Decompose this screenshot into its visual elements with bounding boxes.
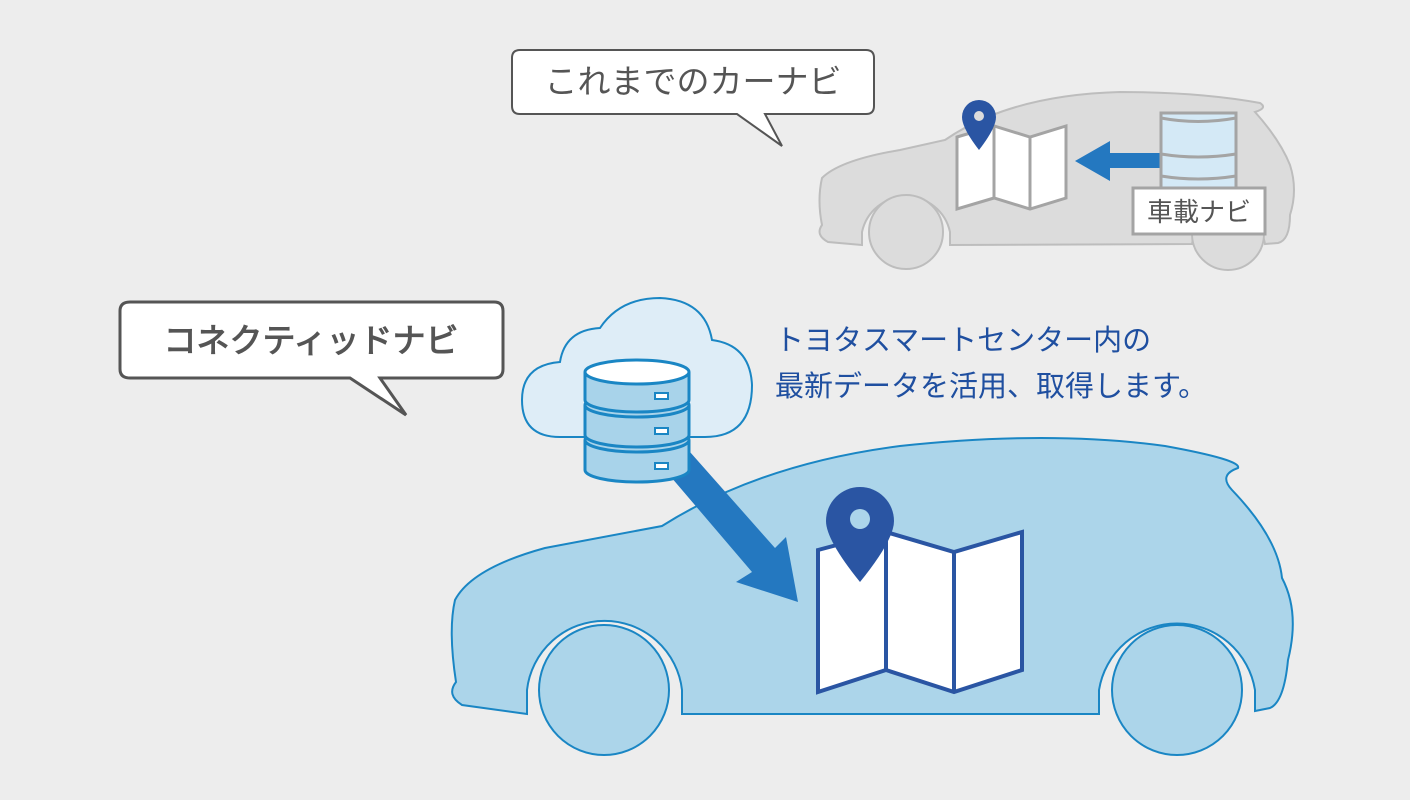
old-nav-bubble-label: これまでのカーナビ (545, 62, 842, 101)
old-map-icon (955, 123, 1068, 212)
old-arrow-icon (1075, 141, 1162, 181)
connected-map-icon (816, 529, 1024, 695)
connected-nav-description-line1: トヨタスマートセンター内の (775, 323, 1151, 357)
onboard-nav-label-box (1131, 186, 1267, 236)
old-car-front-wheel (868, 194, 944, 270)
connected-nav-speech-bubble: コネクティッドナビ (118, 300, 505, 417)
data-flow-arrow-icon (665, 452, 798, 602)
connected-nav-bubble-label: コネクティッドナビ (163, 321, 458, 360)
old-map-pin-icon (962, 100, 996, 150)
onboard-nav-label: 車載ナビ (1147, 198, 1251, 228)
connected-car-front-wheel (538, 624, 670, 756)
connected-nav-description-line2: 最新データを活用、取得します。 (775, 369, 1207, 403)
old-nav-speech-bubble: これまでのカーナビ (511, 49, 875, 147)
old-car: 車載ナビ (818, 90, 1295, 271)
connected-car (450, 437, 1294, 756)
connected-map-pin-icon (826, 487, 894, 582)
cloud-database-icon (583, 358, 691, 484)
old-database-icon (1159, 111, 1238, 195)
connected-car-rear-wheel (1111, 624, 1243, 756)
